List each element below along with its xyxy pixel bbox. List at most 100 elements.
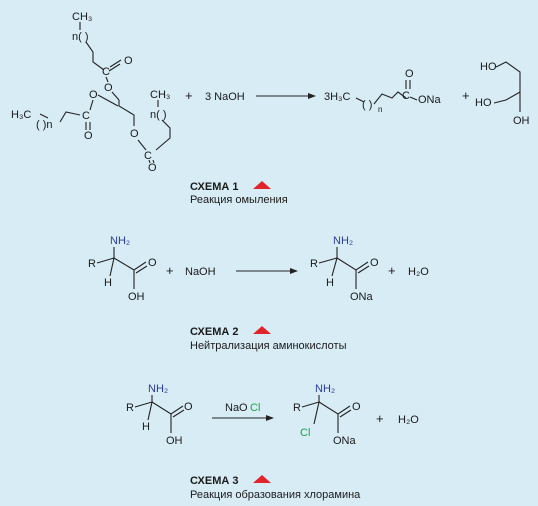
s3-product: NH₂ R Cl O ONa xyxy=(293,383,361,447)
s3-oh: OH xyxy=(166,435,183,447)
s3-h: H xyxy=(142,421,150,433)
s1-right-n-bracket: n( ) xyxy=(150,109,167,121)
s2-product-r: R xyxy=(310,258,318,270)
s1-product-ona-bond xyxy=(409,96,418,101)
s1-glycerol-oh: OH xyxy=(513,115,530,127)
s2-plus2: + xyxy=(388,263,396,278)
s1-plus2: + xyxy=(462,88,470,103)
s3-product-bonds xyxy=(301,395,351,433)
s1-right-chain-bonds xyxy=(155,100,171,151)
s3-naocl-cl: Cl xyxy=(250,402,260,414)
s2-caption-triangle xyxy=(253,326,271,334)
s1-upper-ch3: CH₃ xyxy=(72,11,92,23)
s1-left-h3c: H₃C xyxy=(11,109,31,121)
s1-naoh: 3 NaOH xyxy=(205,91,245,103)
s2-caption-title: СХЕМА 2 xyxy=(190,326,238,338)
s3-product-o: O xyxy=(352,401,361,413)
s1-upper-c: C xyxy=(102,66,110,78)
s2-arrow-head xyxy=(290,268,298,274)
s1-product-h3c: 3H₃C xyxy=(324,91,351,103)
s1-lower-o: O xyxy=(130,128,139,140)
s1-lower-c: C xyxy=(144,150,152,162)
s1-caption: СХЕМА 1 Реакция омыления xyxy=(190,181,288,206)
s3-product-r: R xyxy=(293,402,301,414)
s2-product-ona: ONa xyxy=(350,291,374,303)
s3-product-ona: ONa xyxy=(333,435,357,447)
s1-product-n-bracket: ( ) xyxy=(362,99,372,111)
s1-arrow-head xyxy=(308,93,316,99)
s3-product-cl: Cl xyxy=(300,427,310,439)
s1-upper-n-bracket: n( ) xyxy=(72,31,89,43)
s1-product-chain-bonds xyxy=(355,91,407,105)
s1-glycerol: HO HO OH xyxy=(475,61,530,127)
s1-lower-o-double: O xyxy=(148,162,157,174)
s1-glycerol-ho2: HO xyxy=(475,97,492,109)
s2-amino-acid-bonds xyxy=(96,247,147,289)
s1-left-ester-bond xyxy=(89,94,119,111)
s3-h2o: H₂O xyxy=(398,414,419,426)
s2-oh: OH xyxy=(128,291,145,303)
s1-caption-triangle xyxy=(253,181,271,189)
s1-left-o-double: O xyxy=(84,130,93,142)
s2-product-h: H xyxy=(326,277,334,289)
s1-lower-ester-bond xyxy=(137,139,147,151)
s2-product-o: O xyxy=(370,257,379,269)
s1-left-co-bond xyxy=(85,122,91,130)
s3-co-double xyxy=(172,409,185,418)
s1-left-n-bracket: ( )n xyxy=(36,119,53,131)
s2-h: H xyxy=(104,277,112,289)
s1-left-c: C xyxy=(82,110,90,122)
s1-glycerol-bonds xyxy=(493,61,521,112)
s2-nh2: NH₂ xyxy=(110,235,130,247)
s2-product-nh2: NH₂ xyxy=(333,235,353,247)
s2-r: R xyxy=(88,258,96,270)
s3-caption-text: Реакция образования хлорамина xyxy=(190,489,361,501)
s3-r: R xyxy=(126,402,134,414)
s1-upper-co-bond xyxy=(108,59,122,72)
s1-caption-title: СХЕМА 1 xyxy=(190,181,238,193)
s1-plus: + xyxy=(185,88,193,103)
s1-upper-o: O xyxy=(104,82,113,94)
s2-h2o: H₂O xyxy=(408,266,429,278)
s3-naocl-na: NaO xyxy=(225,402,248,414)
s3-amino-acid: NH₂ R H O OH xyxy=(126,383,193,447)
s2-naoh: NaOH xyxy=(185,266,216,278)
s1-left-o: O xyxy=(89,89,98,101)
s1-product-co-bond xyxy=(405,80,411,89)
s3-caption-title: СХЕМА 3 xyxy=(190,475,238,487)
s1-backbone-bonds xyxy=(118,100,135,126)
s1-product-n: n xyxy=(378,105,382,114)
s1-soap-product: 3H₃C ( ) n C O ONa xyxy=(324,68,442,114)
s1-lower-co-bond xyxy=(148,159,155,164)
s1-glycerol-ho1: HO xyxy=(480,61,497,73)
s3-plus: + xyxy=(376,411,384,426)
s1-product-c: C xyxy=(402,90,410,102)
s2-caption: СХЕМА 2 Нейтрализация аминокислоты xyxy=(190,326,347,352)
s3-product-nh2: NH₂ xyxy=(315,383,335,395)
s2-o: O xyxy=(148,257,157,269)
scheme1-triglyceride: CH₃ n( ) C O O H₃C ( )n C O O O C O CH₃ … xyxy=(11,11,171,174)
s2-plus: + xyxy=(166,263,174,278)
s3-caption-triangle xyxy=(253,475,271,483)
s1-upper-o-double: O xyxy=(124,55,133,67)
s1-upper-ester-bond xyxy=(105,76,120,101)
s3-product-co-double xyxy=(339,409,352,418)
s3-o: O xyxy=(184,401,193,413)
s3-caption: СХЕМА 3 Реакция образования хлорамина xyxy=(190,475,361,501)
s2-co-double xyxy=(135,265,148,274)
s2-product-bonds xyxy=(318,247,369,289)
s1-product-o: O xyxy=(405,68,414,80)
s2-amino-acid: NH₂ R H O OH xyxy=(88,235,157,303)
s1-right-ch3: CH₃ xyxy=(150,89,170,101)
s1-product-ona: ONa xyxy=(418,94,442,106)
s2-caption-text: Нейтрализация аминокислоты xyxy=(190,340,347,352)
s3-arrow-head xyxy=(266,415,274,421)
s1-left-chain-bonds xyxy=(39,111,81,123)
s2-product-co-double xyxy=(357,265,370,274)
s1-upper-chain-bonds xyxy=(79,22,105,71)
s3-amino-acid-bonds xyxy=(134,395,184,433)
s3-nh2: NH₂ xyxy=(148,383,168,395)
s1-caption-text: Реакция омыления xyxy=(190,194,288,206)
